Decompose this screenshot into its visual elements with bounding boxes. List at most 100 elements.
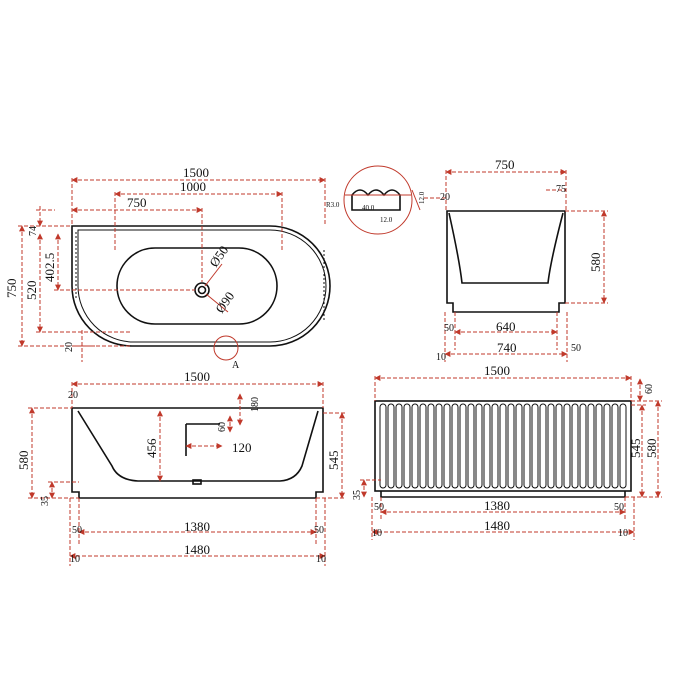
front-elevation-plinth [380, 491, 626, 498]
flute [547, 403, 555, 489]
dim-front-elev-1480: 1480 [484, 518, 510, 533]
flute [539, 403, 547, 489]
front-elevation: 1500 60 545 580 35 1380 1480 50 50 10 10 [352, 363, 662, 540]
dim-front-elev-1380: 1380 [484, 498, 510, 513]
flute [427, 403, 435, 489]
dim-front-section-foot-right: 50 [314, 525, 324, 536]
dim-overflow-180: 180 [250, 397, 261, 412]
dim-front-elev-foot-left: 50 [374, 502, 384, 513]
detail-a-40: 40.0 [362, 204, 375, 212]
top-view-bowl [116, 247, 278, 325]
flute [435, 403, 443, 489]
flute [523, 403, 531, 489]
outer-diameter-label: Ø90 [212, 289, 237, 316]
detail-marker-circle [213, 335, 239, 361]
dim-front-section-456: 456 [144, 438, 159, 458]
top-view-rim [77, 229, 327, 343]
dim-front-elev-foot-right: 50 [614, 502, 624, 513]
dim-top-74: 74 [28, 226, 39, 236]
side-view: 750 20 75 580 640 740 50 50 10 [424, 157, 608, 363]
detail-marker-label: A [232, 360, 240, 371]
dim-top-20: 20 [64, 342, 75, 352]
flute [515, 403, 523, 489]
dim-front-elev-bottom-right: 10 [618, 528, 628, 539]
flute [411, 403, 419, 489]
detail-a: R3.0 40.0 12.0 12.0 [326, 165, 426, 235]
front-elevation-body [374, 400, 632, 492]
dim-front-elev-580: 580 [644, 439, 659, 459]
overflow-fitting [185, 423, 220, 456]
flute [611, 403, 619, 489]
dim-top-1000: 1000 [180, 179, 206, 194]
flute [587, 403, 595, 489]
drain-fitting [192, 479, 202, 485]
flute [387, 403, 395, 489]
dim-front-section-1500: 1500 [184, 369, 210, 384]
flute [531, 403, 539, 489]
dim-side-foot-right: 50 [571, 343, 581, 354]
dim-front-section-bottom-left: 10 [70, 554, 80, 565]
dim-side-580: 580 [588, 253, 603, 273]
detail-a-profile [351, 189, 401, 211]
dim-front-elev-1500: 1500 [484, 363, 510, 378]
dim-top-750-vertical: 750 [4, 279, 19, 299]
side-view-bowl [448, 212, 564, 284]
flute [555, 403, 563, 489]
flute [395, 403, 403, 489]
dim-side-740: 740 [497, 340, 517, 355]
flute [483, 403, 491, 489]
dim-front-section-1380: 1380 [184, 519, 210, 534]
flute [403, 403, 411, 489]
front-section: 1500 20 180 60 120 456 580 545 35 1380 1… [16, 369, 346, 566]
dim-front-section-20: 20 [68, 390, 78, 401]
dim-side-foot-bottom: 10 [436, 352, 446, 363]
flute [451, 403, 459, 489]
dim-top-750: 750 [127, 195, 147, 210]
flute [571, 403, 579, 489]
flute [467, 403, 475, 489]
flute [379, 403, 387, 489]
dim-side-640: 640 [496, 319, 516, 334]
flute [563, 403, 571, 489]
dim-overflow-120: 120 [232, 440, 252, 455]
flute-group [379, 403, 627, 489]
dim-front-section-1480: 1480 [184, 542, 210, 557]
dim-top-402-5: 402.5 [42, 253, 57, 282]
flute [419, 403, 427, 489]
dim-front-elev-35: 35 [352, 490, 363, 500]
flute [491, 403, 499, 489]
dim-side-foot-left: 50 [444, 323, 454, 334]
dim-front-elev-bottom-left: 10 [372, 528, 382, 539]
top-view: 1500 1000 750 750 520 402.5 74 20 Ø50 Ø9… [4, 165, 331, 371]
dim-front-elev-60: 60 [644, 384, 655, 394]
dim-front-section-580: 580 [16, 451, 31, 471]
side-view-outline [446, 210, 566, 313]
flute [595, 403, 603, 489]
dim-top-1500: 1500 [183, 165, 209, 180]
dim-front-elev-545: 545 [628, 439, 643, 459]
flute [579, 403, 587, 489]
top-view-outline [71, 225, 331, 347]
dim-overflow-60: 60 [217, 422, 228, 432]
flute [507, 403, 515, 489]
detail-a-12a: 12.0 [380, 216, 393, 224]
dim-front-section-bottom-right: 10 [316, 554, 326, 565]
drain-inner-icon [197, 285, 207, 295]
dim-side-20: 20 [440, 192, 450, 203]
detail-a-circle [343, 165, 413, 235]
dim-top-520: 520 [24, 281, 39, 301]
front-section-bowl [77, 410, 319, 482]
dim-side-75: 75 [556, 184, 566, 195]
detail-a-12b: 12.0 [418, 191, 426, 204]
flute [475, 403, 483, 489]
dim-front-section-foot-left: 50 [72, 525, 82, 536]
detail-a-r3: R3.0 [326, 201, 340, 209]
drain-diameter-label: Ø50 [206, 243, 231, 270]
flute [603, 403, 611, 489]
flute [499, 403, 507, 489]
drain-outer-icon [194, 282, 210, 298]
flute [619, 403, 627, 489]
dim-front-section-545: 545 [326, 451, 341, 471]
dim-side-750: 750 [495, 157, 515, 172]
